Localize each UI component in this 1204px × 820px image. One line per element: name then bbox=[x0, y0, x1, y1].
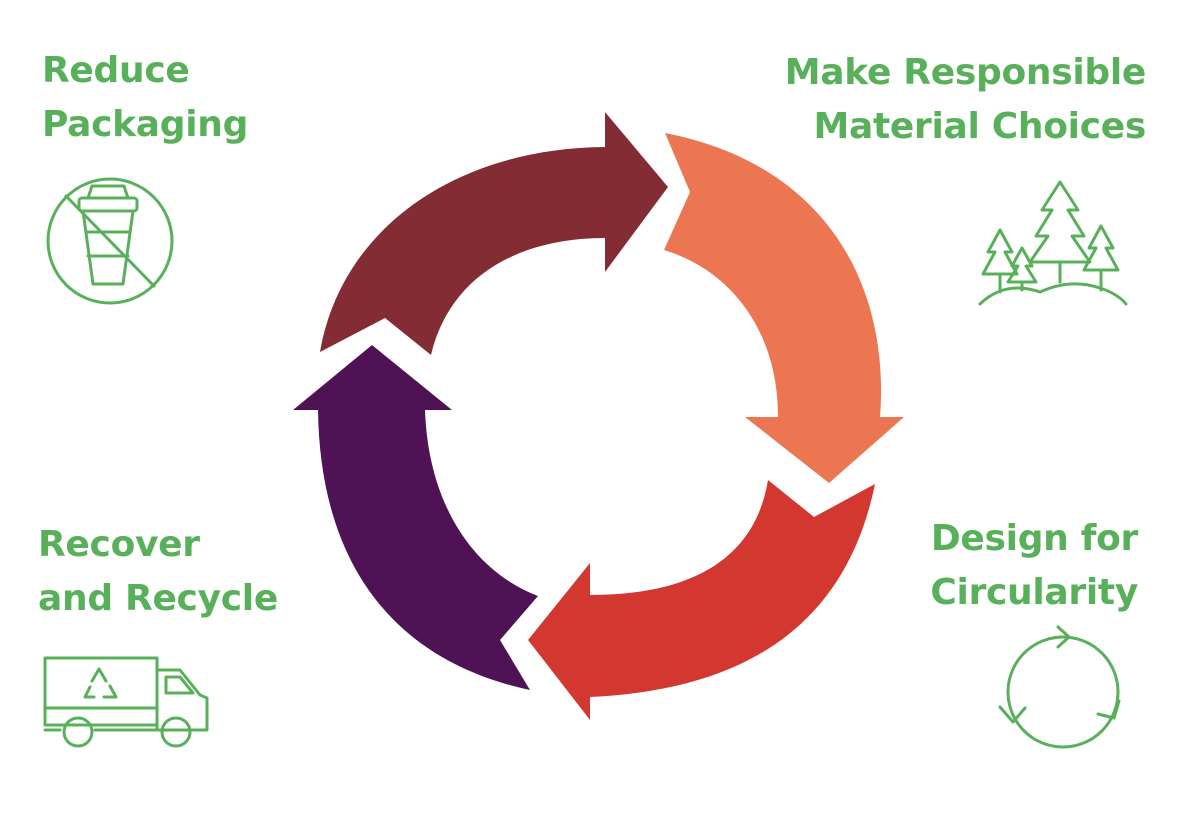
recycling-truck-icon bbox=[43, 656, 209, 748]
forest-trees-icon bbox=[978, 180, 1128, 306]
arrow-reduce-packaging bbox=[320, 112, 668, 355]
arrow-recover-recycle bbox=[293, 345, 538, 690]
arrow-material-choices bbox=[664, 133, 904, 483]
no-disposable-cup-icon bbox=[46, 177, 174, 305]
arrow-design-circularity bbox=[528, 480, 875, 720]
circular-arrows-icon bbox=[998, 625, 1121, 749]
